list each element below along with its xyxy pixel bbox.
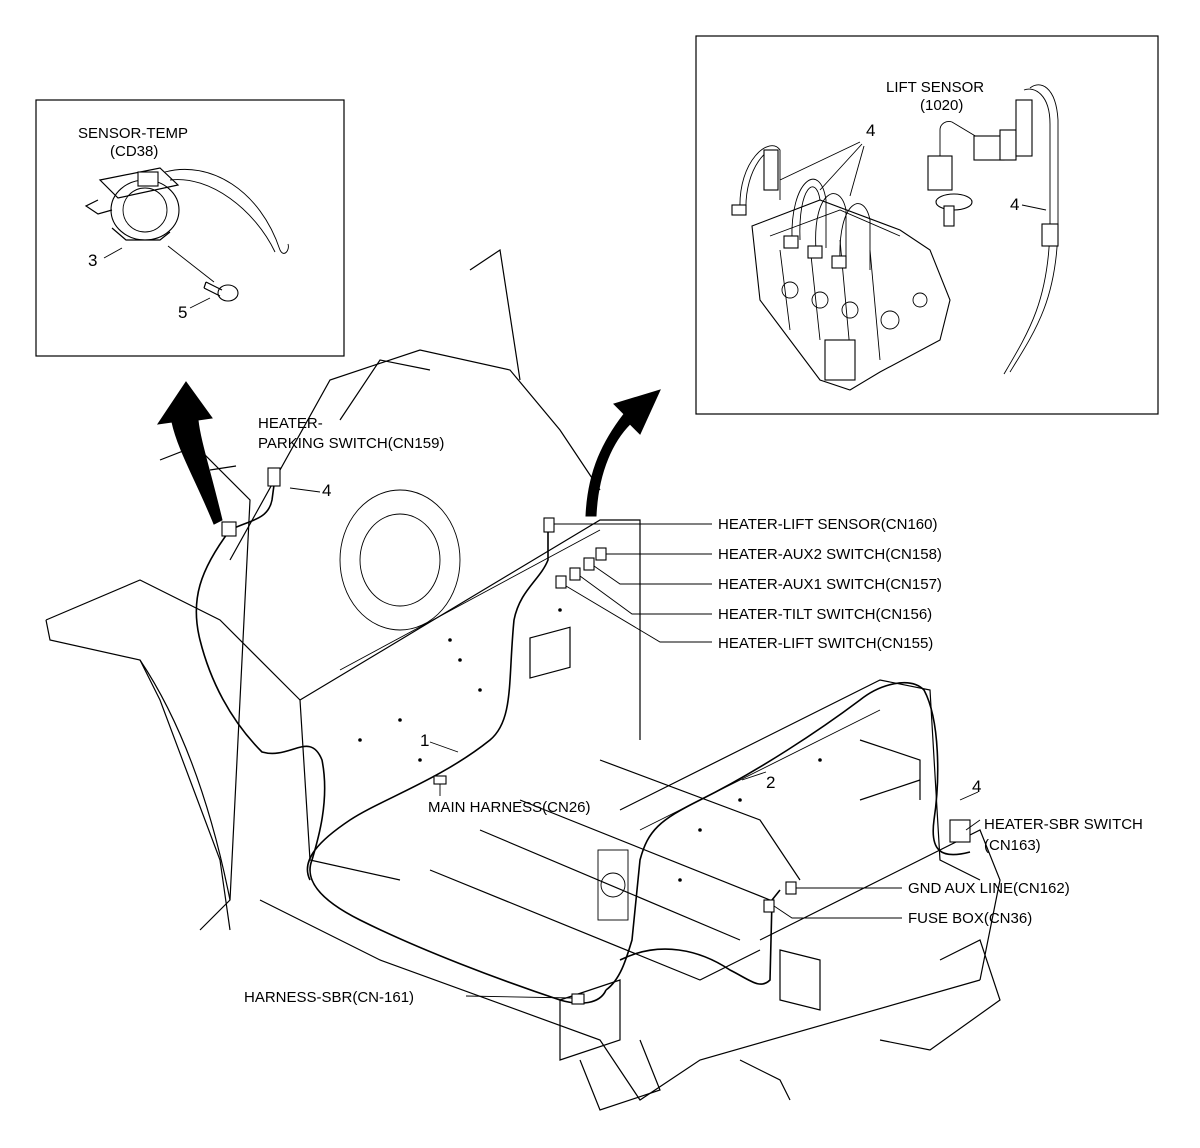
leader-lines: [289, 487, 981, 999]
callout-4-valves: 4: [866, 121, 875, 140]
callout-5: 5: [178, 303, 187, 322]
connector-cn26: [433, 775, 447, 785]
inset-sensor-temp: SENSOR-TEMP (CD38) 3 5: [35, 99, 345, 357]
lift-sensor-illustration: [927, 84, 1059, 375]
callout-4-lift-sensor: 4: [1010, 195, 1019, 214]
harness-sbr-wire: [605, 682, 971, 991]
label-heater-lift-sensor: HEATER-LIFT SENSOR(CN160): [718, 516, 938, 533]
sensor-temp-code: (CD38): [110, 143, 158, 160]
connector-parking-switch: [267, 467, 281, 487]
truck-frame-illustration: [45, 248, 1001, 1111]
connector-cn160: [543, 517, 555, 533]
sensor-temp-title: SENSOR-TEMP: [78, 125, 188, 142]
label-main-harness: MAIN HARNESS(CN26): [428, 799, 591, 816]
screw-icon: [203, 281, 239, 302]
control-valve-illustration: [731, 145, 951, 391]
connector-cn158: [595, 547, 607, 561]
label-heater-aux1: HEATER-AUX1 SWITCH(CN157): [718, 576, 942, 593]
callout-4-parking: 4: [322, 481, 331, 500]
label-heater-parking-line1: HEATER-: [258, 415, 323, 432]
connector-cn162: [785, 881, 797, 895]
label-fuse-box: FUSE BOX(CN36): [908, 910, 1032, 927]
label-heater-sbr-line1: HEATER-SBR SWITCH: [984, 816, 1143, 833]
connector-cn163: [949, 819, 971, 843]
connector-cn156: [569, 567, 581, 581]
inset-sensor-temp-frame: [35, 99, 345, 357]
connectors: [221, 467, 971, 1005]
label-heater-aux2: HEATER-AUX2 SWITCH(CN158): [718, 546, 942, 563]
inset-lift-sensor-frame: [695, 35, 1159, 415]
connector-cn36: [763, 899, 775, 913]
label-heater-lift-switch: HEATER-LIFT SWITCH(CN155): [718, 635, 933, 652]
callout-1: 1: [420, 731, 429, 750]
lift-sensor-code: (1020): [920, 97, 963, 114]
connector-cn155: [555, 575, 567, 589]
label-harness-sbr: HARNESS-SBR(CN-161): [244, 989, 414, 1006]
label-heater-parking-line2: PARKING SWITCH(CN159): [258, 435, 444, 452]
arrow-to-sensor-temp-icon: [156, 381, 223, 525]
label-heater-sbr-line2: (CN163): [984, 837, 1041, 854]
harness-wires: [195, 469, 971, 1004]
temp-sensor-illustration: [84, 167, 289, 302]
callout-4-sbr: 4: [972, 777, 981, 796]
connector-cn159: [221, 521, 237, 537]
arrow-to-lift-sensor-icon: [585, 389, 661, 517]
label-gnd-aux: GND AUX LINE(CN162): [908, 880, 1070, 897]
lift-sensor-title: LIFT SENSOR: [886, 79, 984, 96]
callout-3: 3: [88, 251, 97, 270]
inset-lift-sensor: LIFT SENSOR (1020) 4: [695, 35, 1159, 415]
connector-cn157: [583, 557, 595, 571]
main-harness-wire: [195, 529, 607, 1004]
label-heater-tilt: HEATER-TILT SWITCH(CN156): [718, 606, 932, 623]
connector-cn161: [571, 993, 585, 1005]
callout-2: 2: [766, 773, 775, 792]
